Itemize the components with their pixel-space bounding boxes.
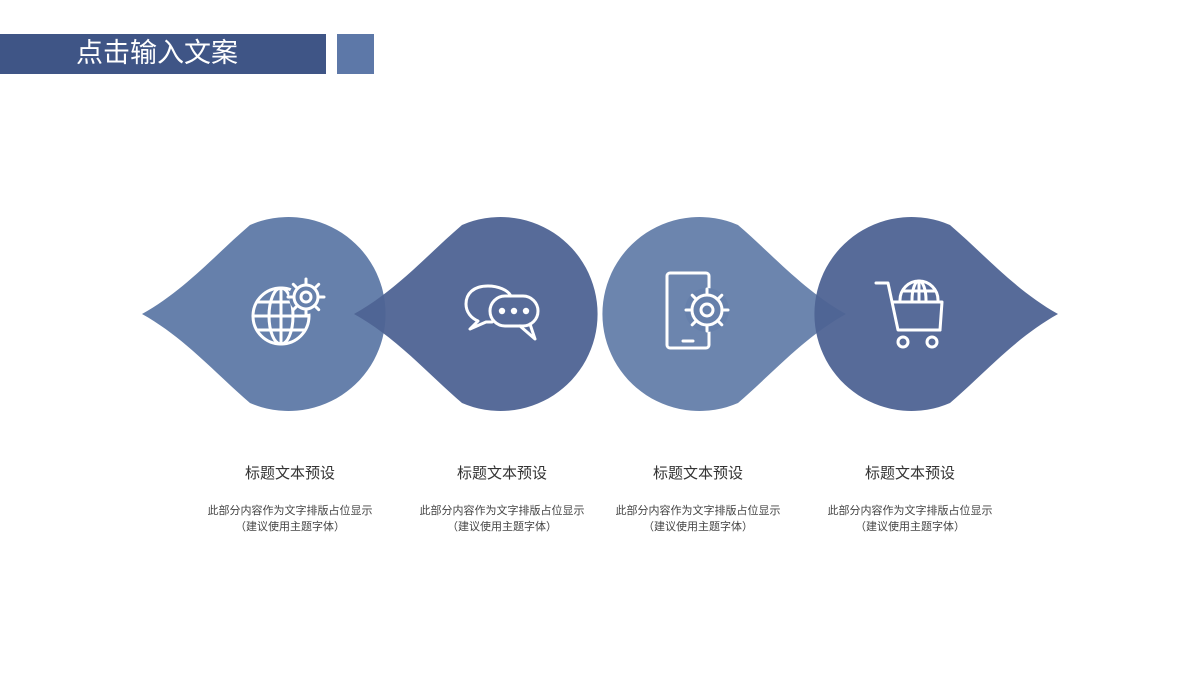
step-2-desc-line-2: （建议使用主题字体） <box>447 520 557 533</box>
chat-bubbles-icon <box>464 284 540 341</box>
step-2-desc-line-1: 此部分内容作为文字排版占位显示 <box>419 504 585 517</box>
step-2-heading[interactable]: 标题文本预设 <box>456 464 547 482</box>
step-1-description[interactable]: 此部分内容作为文字排版占位显示 （建议使用主题字体） <box>190 503 390 535</box>
step-4-shape <box>814 217 1058 411</box>
step-1-desc-line-1: 此部分内容作为文字排版占位显示 <box>207 504 373 517</box>
step-4-description[interactable]: 此部分内容作为文字排版占位显示 （建议使用主题字体） <box>810 503 1010 535</box>
step-2-shape <box>354 217 598 411</box>
step-4-desc-line-2: （建议使用主题字体） <box>855 520 965 533</box>
step-3-heading[interactable]: 标题文本预设 <box>652 464 743 482</box>
title-accent-square <box>337 34 374 74</box>
globe-gear-icon <box>251 277 326 346</box>
step-4-heading[interactable]: 标题文本预设 <box>864 464 955 482</box>
step-3-desc-line-1: 此部分内容作为文字排版占位显示 <box>615 504 781 517</box>
step-2-description[interactable]: 此部分内容作为文字排版占位显示 （建议使用主题字体） <box>402 503 602 535</box>
title-bar: 点击输入文案 <box>0 34 326 74</box>
shopping-cart-globe-icon <box>874 279 944 349</box>
step-1-heading[interactable]: 标题文本预设 <box>244 464 335 482</box>
step-4-desc-line-1: 此部分内容作为文字排版占位显示 <box>827 504 993 517</box>
step-3-description[interactable]: 此部分内容作为文字排版占位显示 （建议使用主题字体） <box>598 503 798 535</box>
step-1-shape <box>142 217 386 411</box>
step-1-desc-line-2: （建议使用主题字体） <box>235 520 345 533</box>
step-3-desc-line-2: （建议使用主题字体） <box>643 520 753 533</box>
page-title[interactable]: 点击输入文案 <box>76 38 238 69</box>
tablet-gear-icon <box>665 271 730 350</box>
